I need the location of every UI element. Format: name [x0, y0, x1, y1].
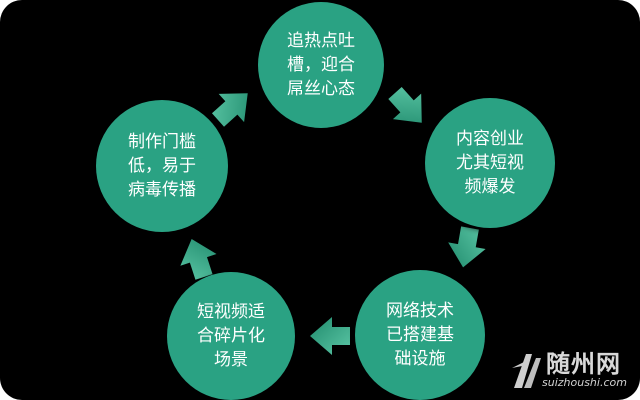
node-content-line-3: 频爆发: [464, 177, 516, 197]
node-barrier-label: 制作门槛 低，易于 病毒传播: [96, 130, 228, 202]
arrow-scenario-to-barrier: [180, 238, 217, 280]
arrow-hotspot-to-content: [388, 86, 422, 123]
node-barrier-line-2: 低，易于: [128, 156, 196, 176]
node-content: 内容创业 尤其短视 频爆发: [425, 98, 555, 228]
node-scenario: 短视频适 合碎片化 场景: [167, 272, 295, 400]
watermark-logo-icon: [512, 354, 541, 388]
node-content-line-1: 内容创业: [456, 129, 524, 149]
node-scenario-label: 短视频适 合碎片化 场景: [167, 300, 295, 372]
node-network-line-2: 已搭建基: [386, 325, 454, 345]
node-network: 网络技术 已搭建基 础设施: [355, 270, 485, 400]
node-barrier: 制作门槛 低，易于 病毒传播: [96, 100, 228, 232]
node-barrier-line-1: 制作门槛: [128, 132, 196, 152]
node-scenario-line-1: 短视频适: [197, 302, 265, 322]
arrow-network-to-scenario: [310, 317, 350, 355]
arrow-content-to-network: [448, 226, 486, 268]
watermark-domain: suizhoushi.com: [542, 376, 627, 389]
node-scenario-line-2: 合碎片化: [197, 326, 265, 346]
node-hotspot-line-3: 屌丝心态: [287, 79, 355, 99]
node-content-label: 内容创业 尤其短视 频爆发: [425, 127, 555, 199]
node-network-line-1: 网络技术: [386, 301, 454, 321]
node-hotspot-line-1: 追热点吐: [287, 31, 355, 51]
node-hotspot-label: 追热点吐 槽，迎合 屌丝心态: [258, 29, 384, 101]
node-scenario-line-3: 场景: [214, 350, 248, 370]
watermark: 随州网 suizhoushi.com: [506, 340, 636, 400]
node-network-label: 网络技术 已搭建基 础设施: [355, 299, 485, 371]
arrow-barrier-to-hotspot: [211, 93, 248, 127]
node-barrier-line-3: 病毒传播: [128, 180, 196, 200]
node-network-line-3: 础设施: [394, 349, 446, 369]
node-hotspot-line-2: 槽，迎合: [287, 55, 355, 75]
watermark-name: 随州网: [546, 350, 621, 378]
node-content-line-2: 尤其短视: [456, 153, 524, 173]
node-hotspot: 追热点吐 槽，迎合 屌丝心态: [258, 2, 384, 128]
